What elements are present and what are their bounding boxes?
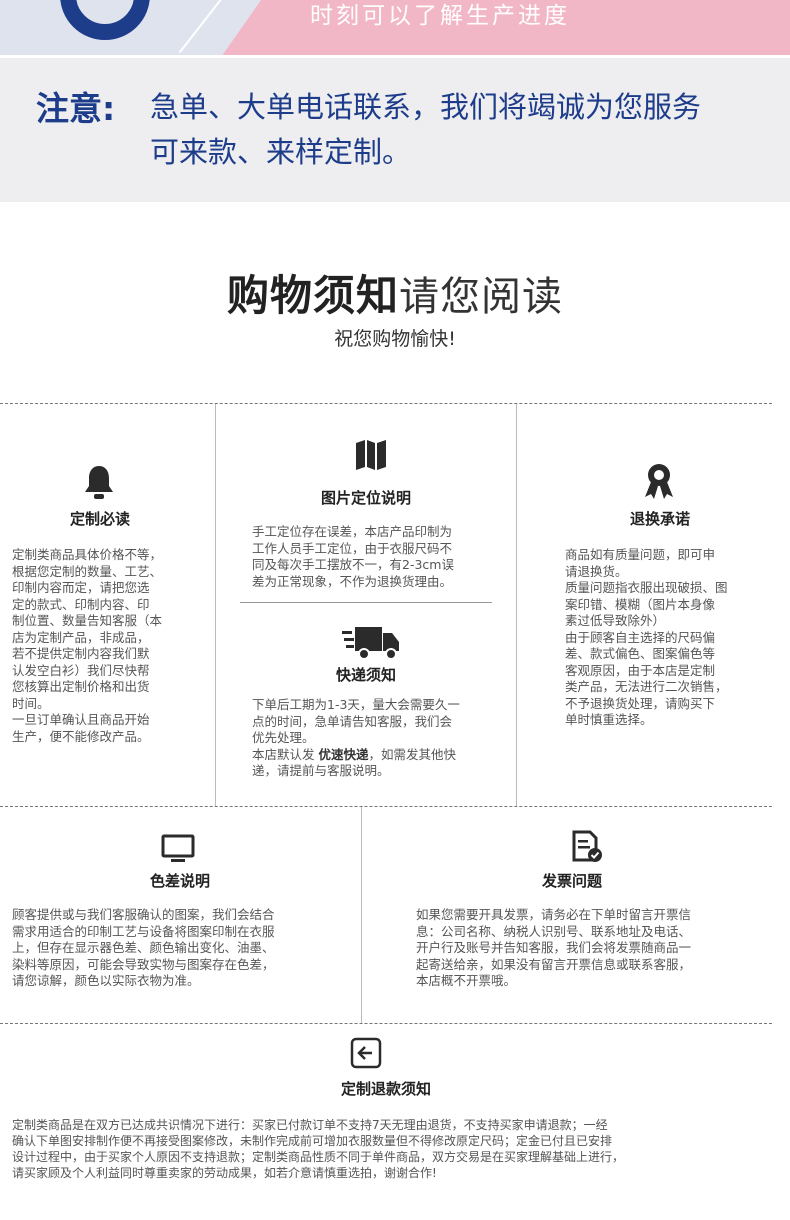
section-title: 色差说明 <box>149 872 210 890</box>
invoice-check-icon <box>572 830 602 862</box>
section-title: 定制退款须知 <box>340 1080 431 1098</box>
banner-text: 时刻可以了解生产进度 <box>310 3 570 29</box>
middle-cell-separator <box>240 602 492 603</box>
page-title: 购物须知请您阅读 <box>0 262 790 323</box>
delivery-truck-icon <box>342 627 399 660</box>
section-text: 手工定位存在误差，本店产品印制为 工作人员手工定位，由于衣服尺码不 同及每次手工… <box>252 524 454 589</box>
section-text: 下单后工期为1-3天，量大会需要久一 点的时间，急单请告知客服，我们会 优先处理… <box>252 697 507 780</box>
map-icon <box>356 440 386 470</box>
grid-divider-top <box>0 403 772 404</box>
column-divider-1 <box>215 404 216 806</box>
section-text: 定制类商品具体价格不等， 根据您定制的数量、工艺、 印制内容而定，请把您选 定的… <box>12 547 163 744</box>
grid-divider-middle <box>0 806 772 807</box>
page-title-light: 请您阅读 <box>399 274 563 320</box>
banner-divider <box>0 55 790 58</box>
bell-icon <box>85 466 113 499</box>
section-text: 顾客提供或与我们客服确认的图案，我们会结合 需求用适合的印制工艺与设备将图案印制… <box>12 907 275 988</box>
return-arrow-icon <box>350 1037 382 1069</box>
page-title-strong: 购物须知 <box>226 271 399 320</box>
section-title: 定制必读 <box>69 510 130 528</box>
section-text: 商品如有质量问题，即可申 请退换货。 质量问题指衣服出现破损、图 案印错、模糊（… <box>565 547 728 727</box>
notice-line-1: 急单、大单电话联系，我们将竭诚为您服务 <box>150 90 702 124</box>
page-subtitle: 祝您购物愉快! <box>334 328 456 350</box>
shipping-courier-name: 优速快递 <box>318 746 369 762</box>
monitor-icon <box>161 834 195 862</box>
section-text: 定制类商品是在双方已达成共识情况下进行：买家已付款订单不支持7天无理由退货，不支… <box>12 1118 625 1180</box>
shipping-text-part-2: ，如需发其他快 递，请提前与客服说明。 <box>252 746 457 779</box>
grid-divider-bottom <box>0 1023 772 1024</box>
notice-line-2: 可来款、来样定制。 <box>150 135 412 169</box>
section-title: 图片定位说明 <box>320 489 411 507</box>
column-divider-3 <box>361 807 362 1023</box>
award-ribbon-icon <box>645 464 673 499</box>
shipping-text-part-1: 下单后工期为1-3天，量大会需要久一 点的时间，急单请告知客服，我们会 优先处理… <box>252 697 460 762</box>
section-title: 退换承诺 <box>629 510 690 528</box>
section-title: 快递须知 <box>335 666 396 684</box>
notice-lead: 注意: <box>36 89 116 128</box>
section-text: 如果您需要开具发票，请务必在下单时留言开票信 息：公司名称、纳税人识别号、联系地… <box>416 907 692 988</box>
notice-panel: 注意: 急单、大单电话联系，我们将竭诚为您服务 可来款、来样定制。 <box>0 58 790 202</box>
top-banner: 时刻可以了解生产进度 <box>0 0 790 58</box>
section-title: 发票问题 <box>541 872 602 890</box>
column-divider-2 <box>516 404 517 806</box>
